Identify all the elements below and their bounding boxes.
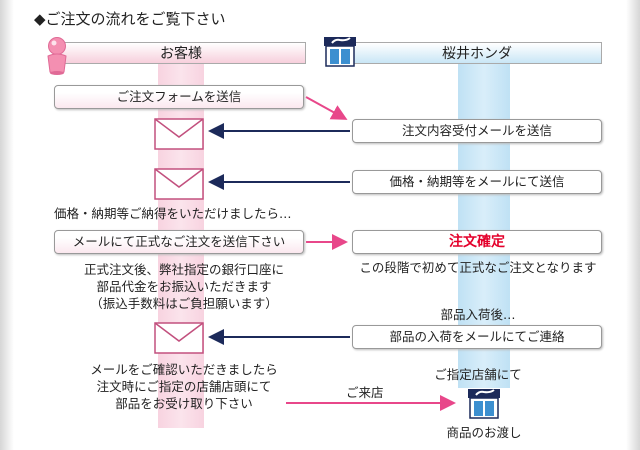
- arrival-note: 部品入荷後…: [440, 307, 516, 322]
- arrow-form-to-shop: [305, 96, 348, 120]
- price-mail-text: 価格・納期等をメールにて送信: [389, 174, 565, 189]
- formal-order-box: メールにて正式なご注文を送信下さい: [54, 230, 304, 254]
- order-ack-box: 注文内容受付メールを送信: [352, 119, 602, 143]
- handover-label: 商品のお渡し: [446, 425, 522, 440]
- arrival-mail-box: 部品の入荷をメールにてご連絡: [352, 325, 602, 349]
- agree-note: 価格・納期等ご納得をいただけましたら…: [54, 206, 292, 221]
- transfer-note: 正式注文後、弊社指定の銀行口座に 部品代金をお振込いただきます （振込手数料はご…: [54, 261, 314, 312]
- transfer-note-line: 正式注文後、弊社指定の銀行口座に: [83, 262, 284, 277]
- pickup-note-line: 注文時にご指定の店舗店頭にて: [96, 379, 272, 394]
- transfer-note-line: 部品代金をお振込いただきます: [96, 279, 272, 294]
- left-edge-shade: [0, 0, 14, 450]
- page-heading: ◆ご注文の流れをご覧下さい: [34, 10, 226, 28]
- send-form-text: ご注文フォームを送信: [116, 89, 242, 104]
- customer-lane-title: お客様: [160, 46, 202, 62]
- send-form-box: ご注文フォームを送信: [54, 85, 304, 109]
- pickup-note-line: メールをご確認いただきましたら: [90, 362, 278, 377]
- pickup-note-line: 部品をお受け取り下さい: [115, 396, 253, 411]
- shop-building-icon: [324, 37, 356, 67]
- shop-lane-header: 桜井ホンダ: [352, 42, 602, 64]
- order-ack-text: 注文内容受付メールを送信: [401, 123, 552, 138]
- visit-label: ご来店: [346, 385, 384, 400]
- transfer-note-line: （振込手数料はご負担願います）: [90, 296, 278, 311]
- envelope-icon: [154, 322, 204, 354]
- envelope-icon: [154, 168, 204, 200]
- right-edge-shade: [626, 0, 640, 450]
- order-confirmed-text: 注文確定: [449, 234, 505, 250]
- store-label: ご指定店舗にて: [434, 367, 522, 382]
- shop-lane-title: 桜井ホンダ: [442, 46, 512, 62]
- customer-person-icon: [47, 37, 67, 75]
- price-mail-box: 価格・納期等をメールにて送信: [352, 170, 602, 194]
- order-confirmed-box: 注文確定: [352, 230, 602, 254]
- store-building-icon: [468, 389, 500, 419]
- arrival-mail-text: 部品の入荷をメールにてご連絡: [389, 329, 565, 344]
- confirmed-note: この段階で初めて正式なご注文となります: [359, 260, 597, 275]
- pickup-note: メールをご確認いただきましたら 注文時にご指定の店舗店頭にて 部品をお受け取り下…: [54, 361, 314, 412]
- formal-order-text: メールにて正式なご注文を送信下さい: [72, 234, 286, 249]
- envelope-icon: [154, 118, 204, 150]
